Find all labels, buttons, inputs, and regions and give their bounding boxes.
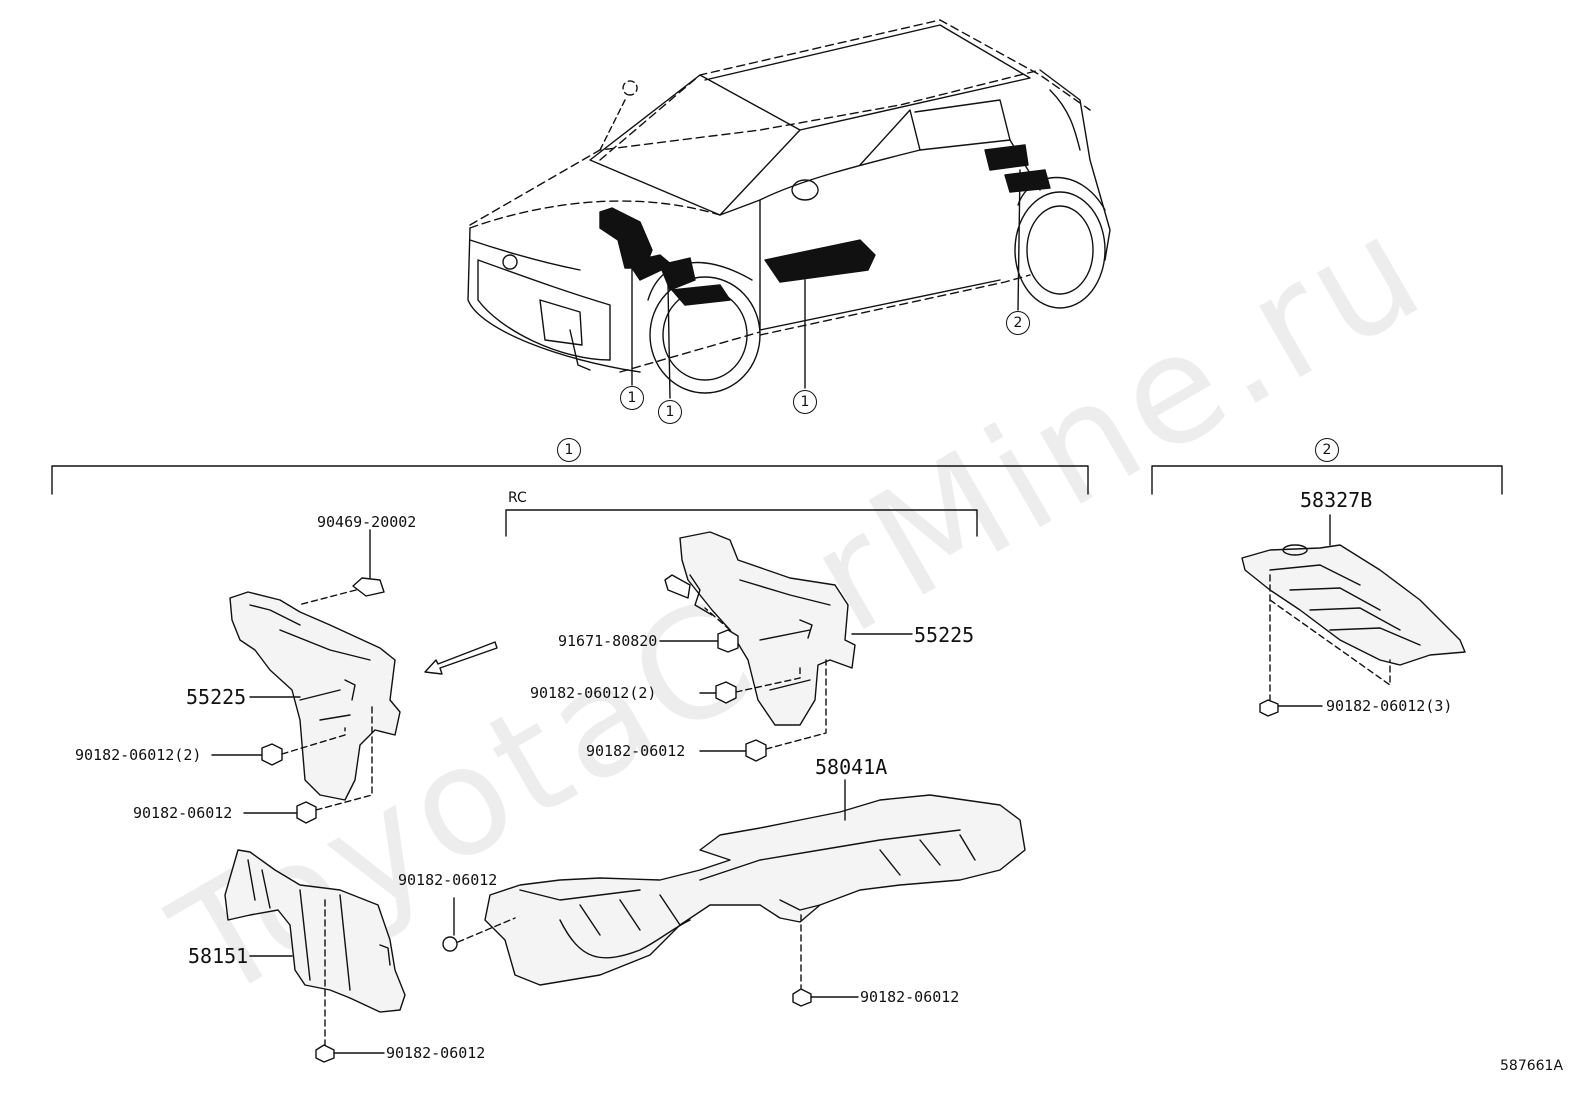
callout-circle-2a: 2 bbox=[1006, 311, 1030, 335]
diagram-id: 587661A bbox=[1500, 1058, 1564, 1074]
callout-circle-1c: 1 bbox=[793, 390, 817, 414]
part-number-55225-left: 55225 bbox=[186, 685, 247, 709]
part-58041A bbox=[484, 779, 1026, 986]
part-number-nut-58327-x3: 90182-06012(3) bbox=[1326, 697, 1453, 715]
part-number-nut-mid-x2: 90182-06012(2) bbox=[530, 684, 657, 702]
part-number-nut-58041-top: 90182-06012 bbox=[398, 871, 498, 889]
part-55225-right bbox=[664, 531, 913, 726]
part-number-58151: 58151 bbox=[188, 944, 249, 968]
part-number-91671-80820: 91671-80820 bbox=[558, 632, 658, 650]
car-illustration bbox=[467, 19, 1111, 399]
rc-label: RC bbox=[508, 490, 527, 506]
group1-heading-circle: 1 bbox=[557, 438, 581, 462]
part-number-nut-mid: 90182-06012 bbox=[586, 742, 686, 760]
part-number-nut-left: 90182-06012 bbox=[133, 804, 233, 822]
callout-circle-1a: 1 bbox=[620, 386, 644, 410]
group2-bracket bbox=[1151, 465, 1503, 495]
part-number-58041A: 58041A bbox=[815, 755, 888, 779]
part-58327B bbox=[1241, 514, 1466, 666]
group1-bracket bbox=[51, 465, 1089, 495]
part-number-nut-58151: 90182-06012 bbox=[386, 1044, 486, 1062]
part-55225-left bbox=[229, 591, 401, 801]
part-58151 bbox=[224, 849, 406, 1013]
callout-circle-1b: 1 bbox=[658, 400, 682, 424]
group2-heading-circle: 2 bbox=[1315, 438, 1339, 462]
part-number-90469-20002: 90469-20002 bbox=[317, 513, 417, 531]
part-number-55225-right: 55225 bbox=[914, 623, 975, 647]
part-number-58327B: 58327B bbox=[1300, 488, 1373, 512]
part-number-nut-left-x2: 90182-06012(2) bbox=[75, 746, 202, 764]
part-number-nut-58041-bottom: 90182-06012 bbox=[860, 988, 960, 1006]
rc-bracket bbox=[505, 509, 978, 537]
